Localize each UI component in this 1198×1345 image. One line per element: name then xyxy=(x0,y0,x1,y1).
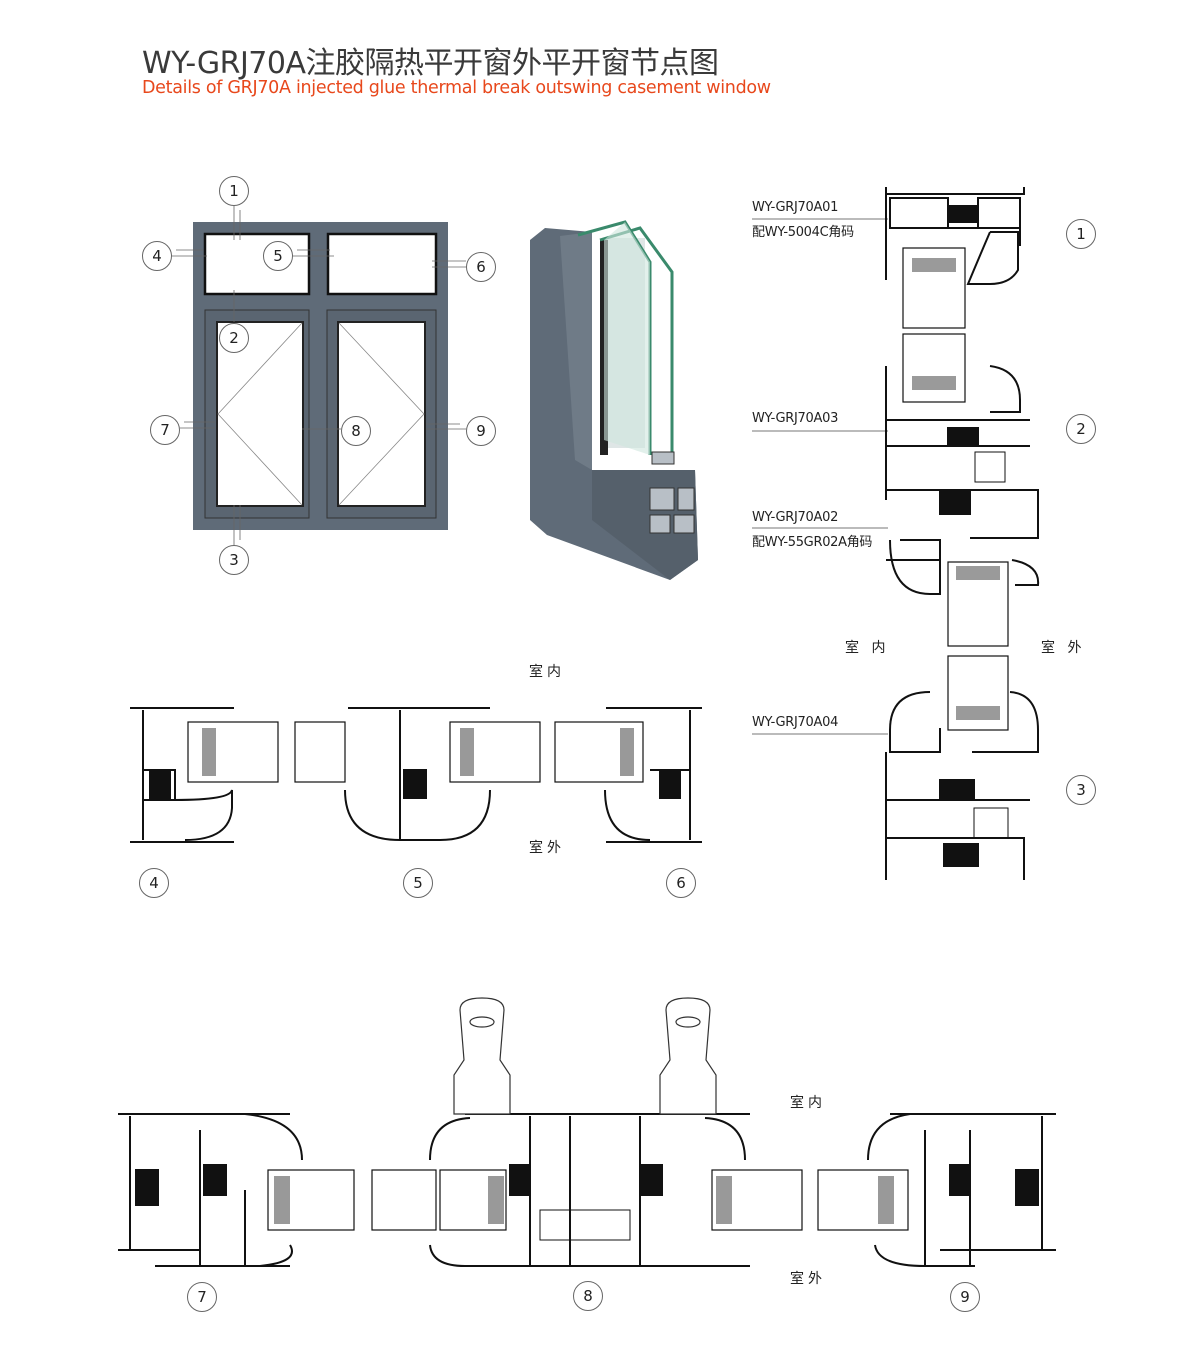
callout-1: 1 xyxy=(219,176,249,206)
window-elevation xyxy=(172,206,466,545)
indoor-label: 室内 xyxy=(790,1095,826,1111)
page-subtitle: Details of GRJ70A injected glue thermal … xyxy=(142,78,771,98)
callout-9: 9 xyxy=(466,416,496,446)
profile-code: WY-GRJ70A04 xyxy=(752,715,839,730)
sash-section-drawing xyxy=(118,997,1056,1267)
callout-3: 3 xyxy=(1066,775,1096,805)
page-title: WY-GRJ70A注胶隔热平开窗外平开窗节点图 xyxy=(142,46,719,81)
outdoor-label: 室 外 xyxy=(1041,640,1086,656)
callout-6: 6 xyxy=(466,252,496,282)
outdoor-label: 室外 xyxy=(790,1271,826,1287)
indoor-label: 室内 xyxy=(529,664,565,680)
profile-code: WY-GRJ70A02 xyxy=(752,510,839,525)
indoor-label: 室 内 xyxy=(845,640,890,656)
callout-1: 1 xyxy=(1066,219,1096,249)
callout-4: 4 xyxy=(139,868,169,898)
callout-3: 3 xyxy=(219,545,249,575)
profile-note: 配WY-5004C角码 xyxy=(752,225,854,240)
profile-code: WY-GRJ70A03 xyxy=(752,411,839,426)
callout-6: 6 xyxy=(666,868,696,898)
profile-note: 配WY-55GR02A角码 xyxy=(752,535,873,550)
callout-5: 5 xyxy=(263,241,293,271)
callout-7: 7 xyxy=(187,1282,217,1312)
callout-2: 2 xyxy=(1066,414,1096,444)
callout-7: 7 xyxy=(150,415,180,445)
transom-section-drawing xyxy=(130,707,702,843)
callout-8: 8 xyxy=(341,416,371,446)
profile-3d-render xyxy=(530,220,698,580)
vertical-section-drawing xyxy=(752,187,1040,880)
callout-4: 4 xyxy=(142,241,172,271)
profile-code: WY-GRJ70A01 xyxy=(752,200,839,215)
callout-8: 8 xyxy=(573,1281,603,1311)
callout-2: 2 xyxy=(219,323,249,353)
callout-9: 9 xyxy=(950,1282,980,1312)
handle-icon xyxy=(453,997,717,1115)
callout-5: 5 xyxy=(403,868,433,898)
outdoor-label: 室外 xyxy=(529,840,565,856)
